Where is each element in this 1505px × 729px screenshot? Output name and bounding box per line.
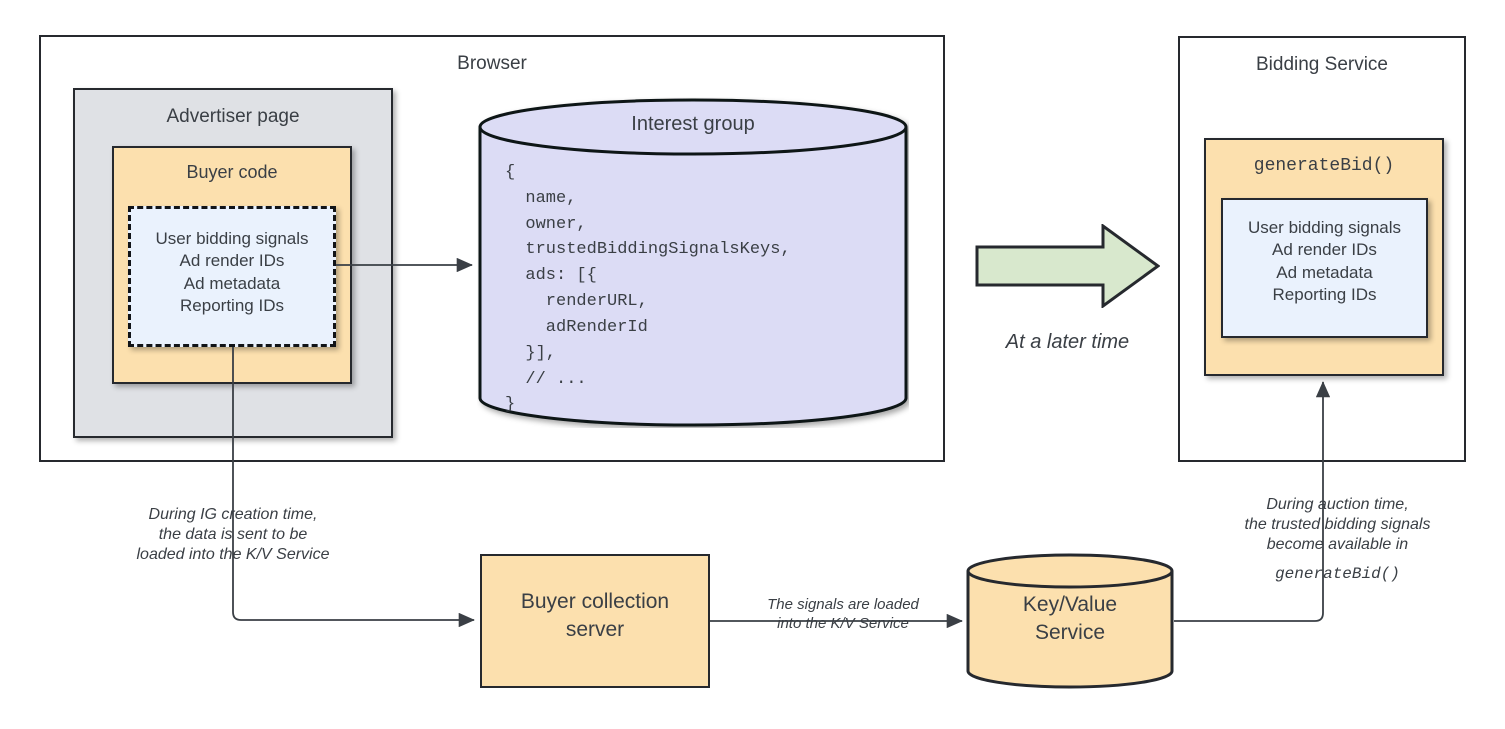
generate-bid-signals-text: User bidding signals Ad render IDs Ad me… bbox=[1247, 218, 1402, 305]
generate-bid-title: generateBid() bbox=[1253, 156, 1395, 176]
auction-time-annotation: During auction time, the trusted bidding… bbox=[1244, 496, 1431, 553]
key-value-service-cylinder: Key/Value Service bbox=[966, 553, 1174, 689]
buyer-signals-text: User bidding signals Ad render IDs Ad me… bbox=[155, 229, 309, 316]
buyer-collection-server-label: Buyer collection server bbox=[520, 590, 670, 641]
green-arrow-icon bbox=[975, 223, 1161, 309]
generate-bid-signals-box: User bidding signals Ad render IDs Ad me… bbox=[1221, 198, 1428, 338]
key-value-service-label: Key/Value Service bbox=[1022, 593, 1118, 644]
auction-time-annotation-fn: generateBid() bbox=[1275, 565, 1400, 583]
advertiser-page-title: Advertiser page bbox=[166, 106, 300, 127]
interest-group-shape bbox=[478, 98, 908, 427]
buyer-collection-server-box: Buyer collection server bbox=[480, 554, 710, 688]
buyer-signals-box: User bidding signals Ad render IDs Ad me… bbox=[128, 206, 336, 347]
bidding-service-title: Bidding Service bbox=[1255, 54, 1389, 75]
at-a-later-time-arrow bbox=[975, 223, 1161, 309]
interest-group-code: { name, owner, trustedBiddingSignalsKeys… bbox=[505, 163, 791, 415]
interest-group-title: Interest group bbox=[631, 113, 755, 135]
ig-creation-annotation: During IG creation time, the data is sen… bbox=[136, 506, 330, 563]
key-value-cylinder-shape bbox=[966, 553, 1174, 689]
buyer-code-title: Buyer code bbox=[186, 162, 278, 182]
at-a-later-time-label: At a later time bbox=[1005, 331, 1130, 353]
browser-title: Browser bbox=[457, 53, 527, 74]
signals-loaded-annotation: The signals are loaded into the K/V Serv… bbox=[767, 596, 919, 632]
interest-group-cylinder: Interest group { name, owner, trustedBid… bbox=[477, 97, 909, 428]
